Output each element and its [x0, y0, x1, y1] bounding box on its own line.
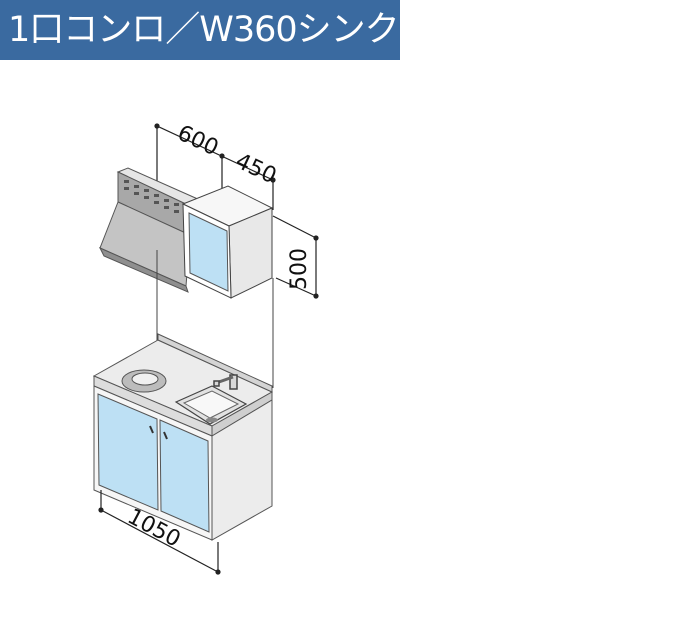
- dimension-right: [272, 215, 319, 299]
- vent-slots: [124, 180, 179, 213]
- base-door-left: [97, 393, 159, 511]
- dim-label-cabinet-height: 500: [287, 248, 312, 290]
- wall-cabinet-door: [188, 212, 229, 292]
- sink: [174, 385, 248, 425]
- range-hood: [98, 167, 202, 293]
- dim-line-bottom: [100, 509, 219, 573]
- page-title: 1口コンロ／W360シンク: [8, 10, 400, 50]
- dimension-top: [154, 123, 276, 210]
- dimension-bottom: [98, 490, 221, 575]
- stove-burner: [121, 369, 167, 393]
- dim-line-top: [156, 125, 274, 181]
- header-bar: 1口コンロ／W360シンク: [0, 0, 400, 60]
- dim-label-hood-width: 600: [173, 121, 222, 161]
- wall-cabinet: [181, 185, 274, 299]
- faucet: [213, 374, 238, 390]
- base-cabinet: [92, 333, 274, 541]
- base-door-right: [159, 419, 210, 533]
